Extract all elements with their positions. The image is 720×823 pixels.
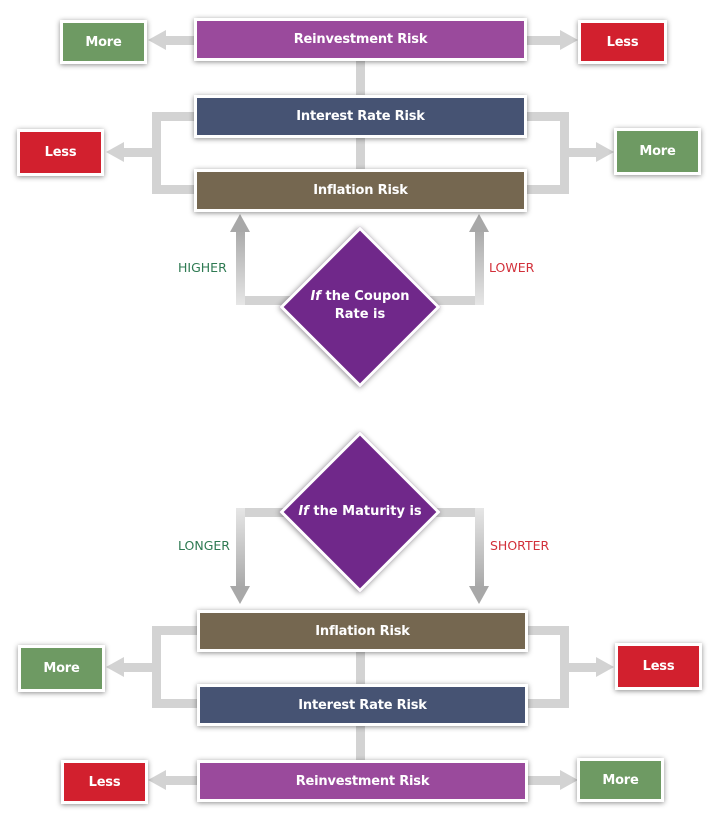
outcome-label: More: [639, 144, 676, 159]
connector-top-vertical: [356, 56, 365, 96]
risk-label: Interest Rate Risk: [298, 697, 427, 713]
maturity-reinvestment-less-box: Less: [61, 760, 148, 804]
arrow-left-icon: [148, 770, 166, 790]
outcome-label: Less: [44, 145, 77, 160]
outcome-label: Less: [642, 659, 675, 674]
coupon-group-more-box: More: [614, 128, 701, 175]
maturity-reinvestment-risk-box: Reinvestment Risk: [197, 760, 528, 802]
maturity-interest-rate-risk-box: Interest Rate Risk: [197, 684, 528, 726]
decision-line1: the Maturity is: [308, 504, 422, 519]
maturity-decision-text: If the Maturity is: [290, 503, 430, 521]
coupon-reinvestment-less-box: Less: [578, 20, 667, 64]
arrow-left-icon: [148, 30, 166, 50]
outcome-label: Less: [606, 34, 639, 50]
risk-label: Inflation Risk: [313, 183, 408, 198]
arrow-left-icon: [106, 142, 124, 162]
connector-top-vertical-2: [356, 134, 365, 170]
branch-lower-label: LOWER: [489, 260, 535, 275]
branch-higher-label: HIGHER: [178, 260, 227, 275]
decision-if: If: [310, 289, 321, 304]
coupon-reinvestment-risk-box: Reinvestment Risk: [194, 18, 527, 61]
arrow-up-icon: [230, 214, 250, 232]
coupon-reinvestment-more-box: More: [60, 20, 147, 64]
outcome-label: More: [43, 661, 80, 676]
arrow-right-icon: [560, 770, 578, 790]
arrow-right-icon: [596, 142, 614, 162]
coupon-decision-text: If the Coupon Rate is: [296, 288, 424, 324]
maturity-group-more-box: More: [18, 645, 105, 692]
decision-line1: the Coupon: [320, 289, 410, 304]
branch-longer-label: LONGER: [178, 538, 230, 553]
risk-label: Interest Rate Risk: [296, 109, 425, 124]
outcome-label: Less: [88, 774, 121, 790]
outcome-label: More: [85, 34, 122, 50]
risk-label: Inflation Risk: [315, 623, 410, 639]
maturity-reinvestment-more-box: More: [577, 758, 664, 802]
coupon-group-less-box: Less: [17, 129, 104, 176]
coupon-interest-rate-risk-box: Interest Rate Risk: [194, 95, 527, 138]
outcome-label: More: [602, 772, 639, 788]
maturity-group-less-box: Less: [615, 643, 702, 690]
arrow-left-icon: [106, 657, 124, 677]
risk-label: Reinvestment Risk: [295, 773, 430, 789]
arrow-right-icon: [560, 30, 578, 50]
coupon-inflation-risk-box: Inflation Risk: [194, 169, 527, 212]
arrow-down-icon: [230, 586, 250, 604]
arrow-right-icon: [596, 657, 614, 677]
decision-line2: Rate is: [334, 307, 386, 322]
arrow-up-icon: [469, 214, 489, 232]
branch-shorter-label: SHORTER: [490, 538, 550, 553]
arrow-down-icon: [469, 586, 489, 604]
decision-if: If: [298, 504, 309, 519]
risk-label: Reinvestment Risk: [293, 32, 428, 47]
maturity-inflation-risk-box: Inflation Risk: [197, 610, 528, 652]
